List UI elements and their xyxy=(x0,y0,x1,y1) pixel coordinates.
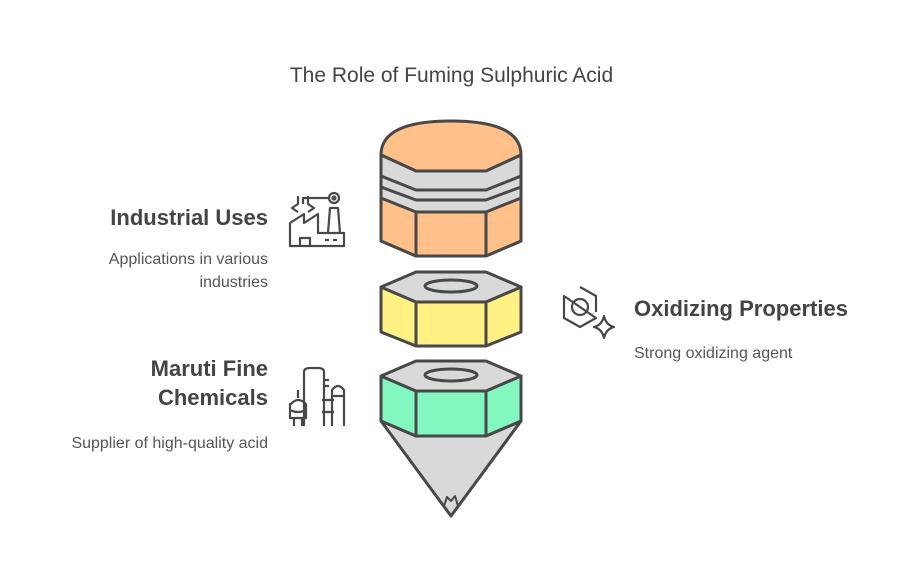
top-cap-orange xyxy=(379,119,523,258)
heading-line: Chemicals xyxy=(157,385,268,410)
chemical-plant-icon xyxy=(288,366,346,426)
maruti-fine-chemicals-heading: Maruti Fine Chemicals xyxy=(151,354,268,412)
maruti-fine-chemicals-description: Supplier of high-quality acid xyxy=(71,435,268,452)
diagram-title: The Role of Fuming Sulphuric Acid xyxy=(289,64,614,87)
oxidizing-properties-heading: Oxidizing Properties xyxy=(634,296,848,321)
middle-nut-yellow xyxy=(379,270,523,348)
industrial-uses-description: Applications in various industries xyxy=(109,248,268,294)
desc-line: Applications in various xyxy=(108,251,268,268)
desc-line: industries xyxy=(199,274,268,291)
bottom-nut-green-cone xyxy=(379,359,523,518)
heading-line: Maruti Fine xyxy=(150,356,268,381)
oxidizing-properties-description: Strong oxidizing agent xyxy=(634,345,793,362)
industrial-uses-heading: Industrial Uses xyxy=(110,205,268,230)
factory-robot-arm-icon xyxy=(288,191,346,248)
hexagon-sparkle-icon xyxy=(562,286,616,340)
